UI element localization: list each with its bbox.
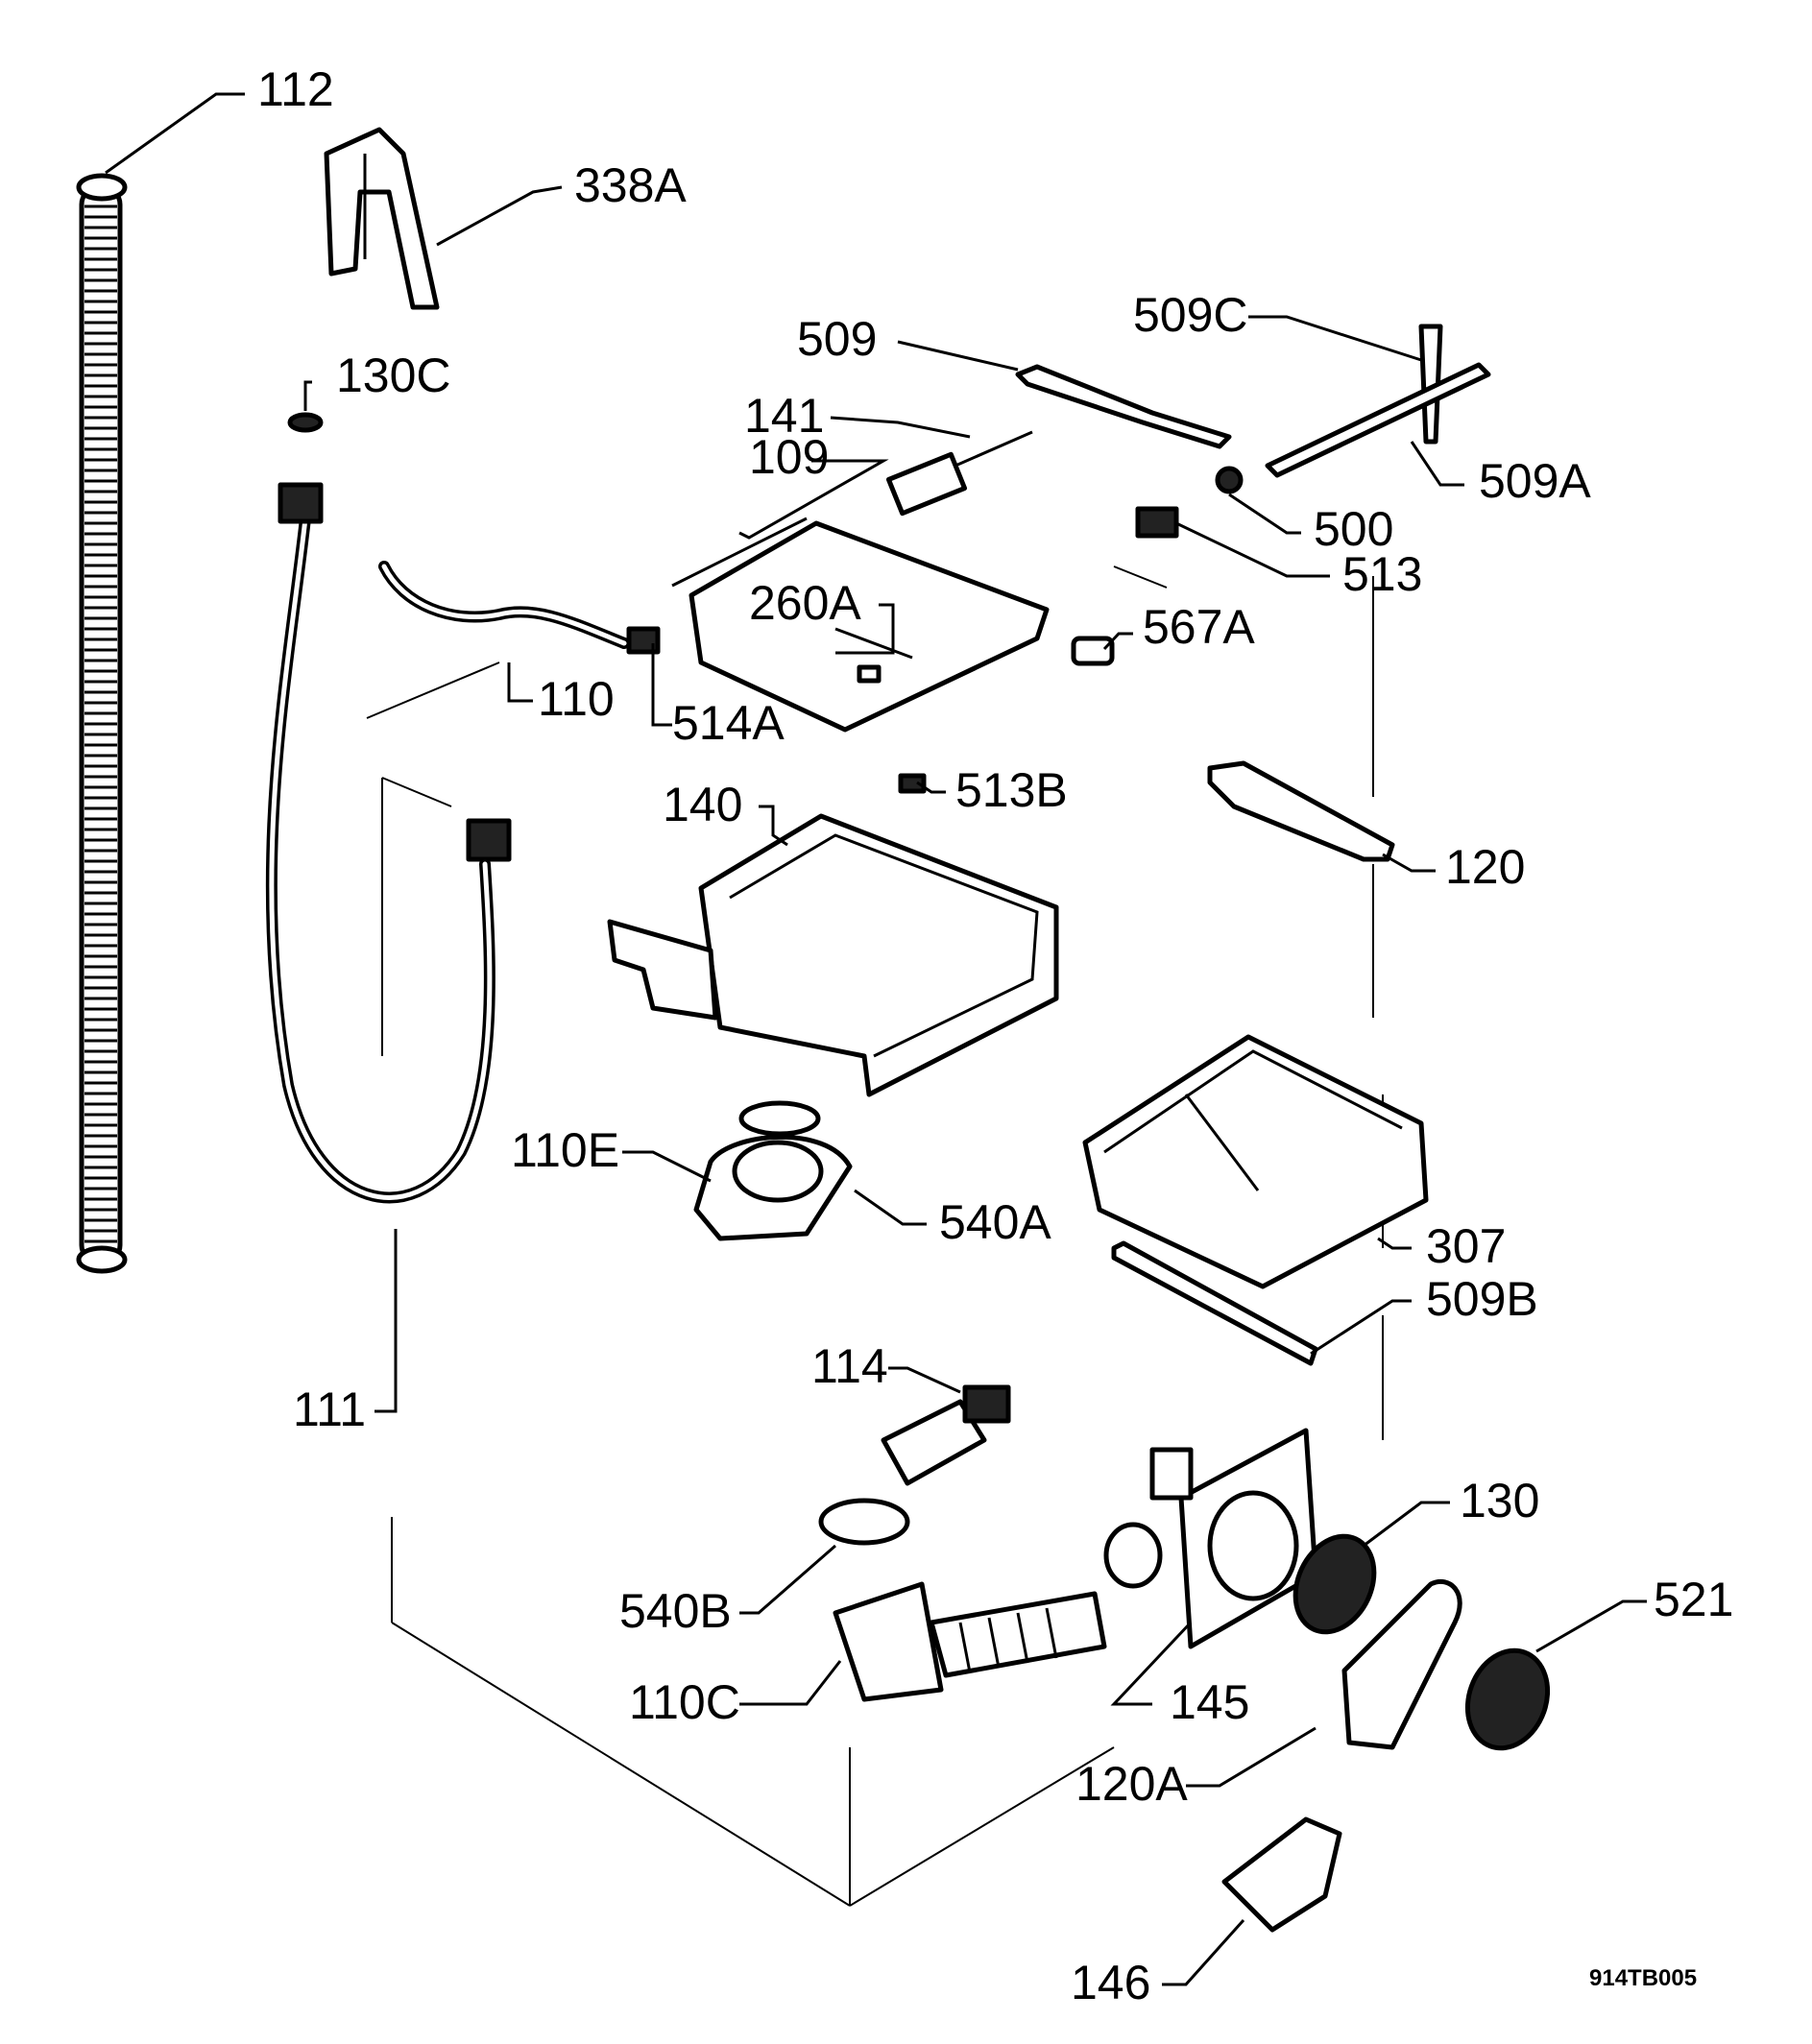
label-109: 109: [749, 430, 829, 484]
label-130: 130: [1460, 1474, 1539, 1527]
part-120-tray-lid: [1207, 760, 1395, 862]
label-540B: 540B: [619, 1584, 732, 1638]
part-513B-clip: [898, 773, 927, 794]
part-509B-rod: [1111, 1240, 1318, 1366]
label-514A: 514A: [672, 696, 785, 750]
label-111: 111: [293, 1383, 366, 1436]
label-509: 509: [797, 312, 877, 366]
label-509C: 509C: [1133, 288, 1248, 342]
part-509C-509A-lever: [1265, 324, 1491, 478]
cabinet-outline: [366, 565, 1384, 1907]
part-110C-bellows: [833, 1581, 1107, 1702]
label-567A: 567A: [1143, 600, 1255, 654]
leader-lines: [105, 92, 1647, 1986]
label-120: 120: [1445, 840, 1525, 894]
part-110-hose: [378, 561, 630, 649]
drawing-code: 914TB005: [1589, 1965, 1697, 1991]
part-111-inlet-hose: [265, 482, 512, 1204]
label-540A: 540A: [939, 1195, 1051, 1249]
part-110E-sump: [693, 1100, 853, 1241]
part-509-lever: [1015, 364, 1232, 449]
label-120A: 120A: [1075, 1757, 1188, 1811]
part-120A-filter: [1341, 1578, 1462, 1750]
part-307-detergent-drawer: [1082, 1034, 1429, 1289]
label-513: 513: [1342, 547, 1422, 601]
part-130-seal: [1293, 1533, 1377, 1635]
part-130C-cap: [287, 412, 324, 433]
label-110E: 110E: [511, 1123, 619, 1177]
callout-labels: 112 338A 130C 509 509C 141 109 509A 500 …: [257, 62, 1733, 2009]
part-112-hose: [76, 173, 128, 1274]
label-130C: 130C: [336, 349, 451, 402]
label-307: 307: [1426, 1219, 1506, 1273]
part-141-valve: [885, 430, 1033, 517]
label-145: 145: [1170, 1675, 1249, 1729]
label-140: 140: [663, 778, 742, 831]
label-114: 114: [811, 1339, 888, 1393]
part-338A-hose-bracket: [324, 127, 440, 310]
part-521-cap: [1464, 1647, 1551, 1751]
label-509B: 509B: [1426, 1272, 1538, 1326]
part-146-flap: [1221, 1816, 1342, 1933]
label-112: 112: [257, 62, 334, 116]
label-521: 521: [1654, 1573, 1733, 1626]
label-141: 141: [744, 389, 824, 443]
label-110C: 110C: [629, 1675, 740, 1729]
part-145-drain-pump: [1103, 1428, 1318, 1649]
label-110: 110: [538, 672, 615, 726]
part-109-valve-plate: [671, 517, 1050, 733]
part-500-513-switch: [1135, 466, 1244, 539]
label-500: 500: [1314, 502, 1393, 556]
label-146: 146: [1071, 1956, 1150, 2009]
part-114-switch: [881, 1384, 1011, 1486]
part-540B-clamp: [818, 1498, 910, 1546]
part-140-dispenser-housing: [607, 813, 1059, 1097]
label-509A: 509A: [1479, 454, 1591, 508]
label-260A: 260A: [749, 576, 861, 630]
part-567A-clip: [1071, 636, 1115, 666]
label-338A: 338A: [574, 158, 687, 212]
label-513B: 513B: [955, 763, 1068, 817]
